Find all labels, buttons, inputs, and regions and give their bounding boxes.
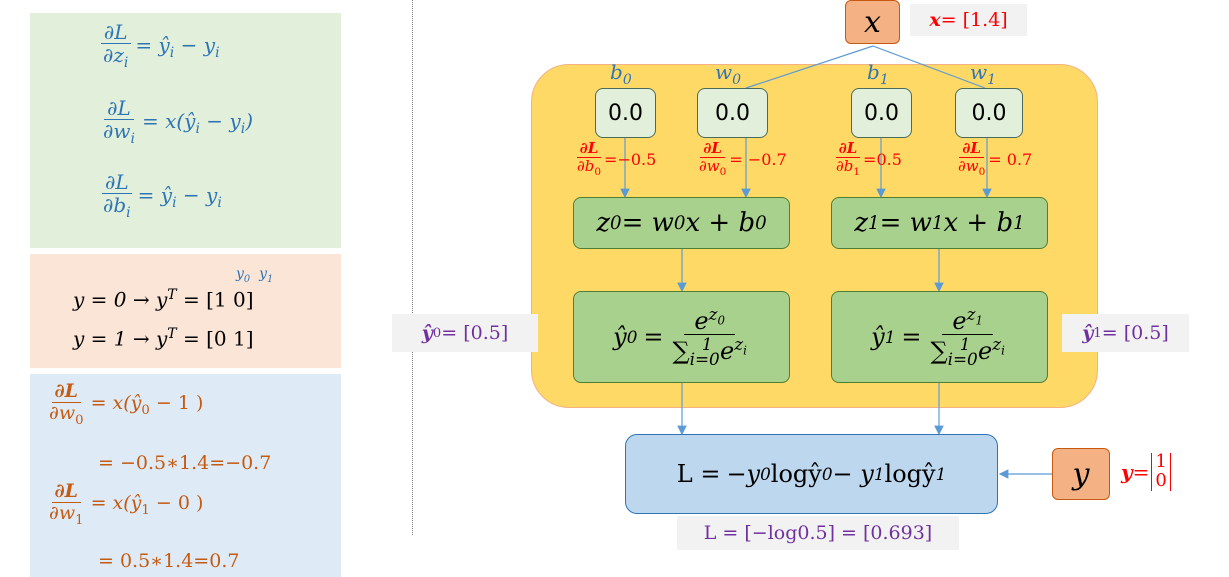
- onehot-line-1: y = 0 → yT = [1 0]: [73, 287, 254, 312]
- param-label-b1: b1: [867, 60, 889, 88]
- dl-dw-equation: ∂L∂wi = x(ŷi − yi): [103, 96, 254, 147]
- onehot-line-2: y = 1 → yT = [0 1]: [73, 326, 254, 351]
- grad-w1: ∂L∂w0= 0.7: [958, 139, 1033, 178]
- worked-gradient-panel: [30, 374, 341, 577]
- dl-db-equation: ∂L∂bi = ŷi − yi: [102, 170, 222, 221]
- param-box-w0: 0.0: [697, 88, 768, 138]
- gradient-general-panel: [30, 13, 341, 248]
- loss-value: L = [−log0.5] = [0.693]: [677, 516, 959, 550]
- param-label-b0: b0: [610, 60, 632, 88]
- param-box-b1: 0.0: [851, 88, 912, 138]
- dl-dw1-value: = 0.5∗1.4=0.7: [98, 550, 240, 572]
- vertical-divider: [412, 0, 413, 535]
- grad-b0: ∂L∂b0=−0.5: [576, 139, 657, 178]
- grad-w0: ∂L∂w0= −0.7: [699, 139, 787, 178]
- param-box-w1: 0.0: [955, 88, 1023, 138]
- edge-x-w0: [745, 45, 874, 89]
- onehot-panel: [30, 254, 341, 368]
- dl-dw0-value: = −0.5∗1.4=−0.7: [98, 452, 272, 474]
- input-x-value: x = [1.4]: [910, 4, 1027, 36]
- dl-dw0-worked: ∂L∂w0 = x(ŷ0 − 1 ): [49, 380, 204, 428]
- input-y-node: y: [1052, 448, 1110, 500]
- param-label-w0: w0: [715, 60, 742, 88]
- onehot-header: y0 y1: [236, 266, 274, 285]
- dl-dw1-worked: ∂L∂w1 = x(ŷ1 − 0 ): [49, 480, 204, 528]
- input-x-node: x: [845, 0, 900, 44]
- param-box-b0: 0.0: [595, 88, 656, 138]
- edge-x-w1: [872, 45, 986, 89]
- param-label-w1: w1: [970, 60, 997, 88]
- grad-b1: ∂L∂b1=0.5: [835, 139, 902, 178]
- dl-dz-equation: ∂L∂zi = ŷi − yi: [100, 22, 220, 71]
